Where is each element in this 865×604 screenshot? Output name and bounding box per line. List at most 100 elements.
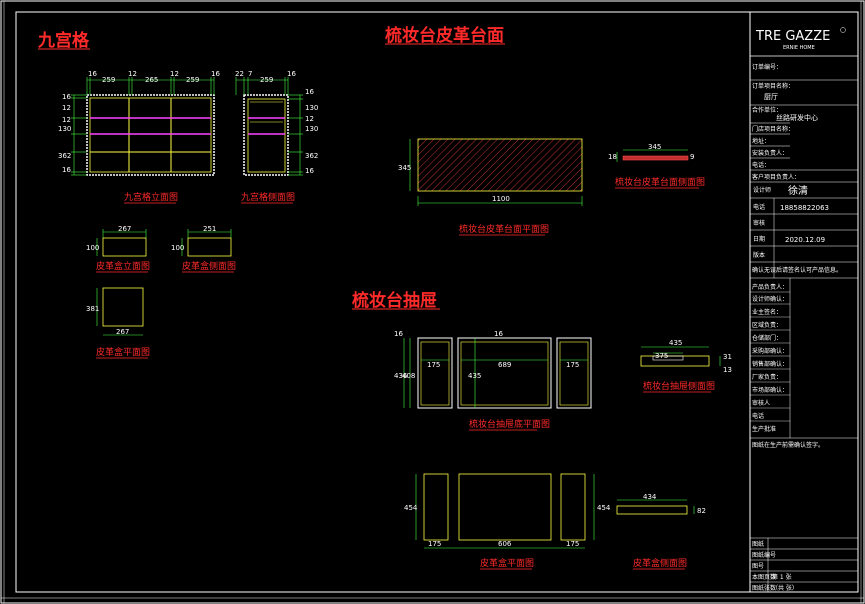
- dim-text: 100: [86, 244, 99, 252]
- sign-row: 生产批准: [752, 425, 776, 433]
- dim-text: 100: [171, 244, 184, 252]
- grid-side-caption: 九宫格侧面图: [241, 191, 295, 203]
- dim-text: 345: [648, 143, 661, 151]
- tb-label: 订单编号：: [752, 63, 782, 71]
- sign-row: 审核人: [752, 399, 770, 407]
- date-value: 2020.12.09: [785, 236, 825, 244]
- leather-plan-caption: 梳妆台皮革台面平面图: [459, 223, 549, 235]
- dim-text: 606: [498, 540, 512, 548]
- dim-text: 130: [305, 125, 318, 133]
- dim-text: 12: [62, 116, 71, 124]
- sign-row: 销售部确认：: [752, 360, 788, 368]
- date-label: 日期: [753, 235, 765, 243]
- dim-text: 16: [305, 167, 314, 175]
- dim-text: 381: [86, 305, 99, 313]
- foot-label: 图号: [752, 563, 764, 570]
- dim-text: 16: [394, 330, 403, 338]
- leather-section-caption: 梳妆台皮革台面侧面图: [615, 176, 705, 188]
- dim-text: 345: [398, 164, 411, 172]
- designer-value: 徐清: [788, 184, 808, 197]
- sign-row: 市场部确认：: [752, 386, 788, 394]
- grid-front-dimlines: [71, 77, 215, 176]
- dim-text: 16: [287, 70, 296, 78]
- leather-box-plan: [96, 287, 144, 336]
- tb-value: 厨厅: [764, 93, 778, 101]
- sign-row: 采购部确认：: [752, 347, 788, 355]
- dim-text: 251: [203, 225, 216, 233]
- dim-text: 18: [608, 153, 617, 161]
- foot-label: 图纸: [752, 540, 764, 548]
- dim-text: 435: [669, 339, 682, 347]
- dim-text: 267: [118, 225, 131, 233]
- dim-text: 31: [723, 353, 732, 361]
- leather-box-front: [96, 229, 147, 257]
- dim-text: 454: [404, 504, 418, 512]
- sign-row: 产品负责人：: [752, 283, 788, 291]
- sign-row: 仓储部门：: [752, 334, 782, 342]
- dim-text: 175: [427, 361, 440, 369]
- box-side-caption: 皮革盒侧面图: [182, 260, 236, 272]
- dim-text: 362: [305, 152, 318, 160]
- audit-label: 审核: [753, 219, 765, 227]
- dim-text: 130: [305, 104, 318, 112]
- leather-box-side: [181, 229, 232, 257]
- sign-row: 区域负责：: [752, 321, 782, 329]
- dim-text: 12: [305, 115, 314, 123]
- dim-text: 435: [468, 372, 481, 380]
- drawer-bottom-caption: 梳妆台抽屉底平面图: [469, 418, 550, 430]
- foot-label: 本图页数: [752, 573, 776, 581]
- dim-text: 259: [102, 76, 115, 84]
- tb-label: 电话：: [752, 161, 770, 169]
- dim-text: 22: [235, 70, 244, 78]
- grid-cabinet-title: 九宫格: [37, 30, 90, 51]
- tb-label: 合作单位：: [752, 106, 782, 114]
- tb-label: 门店项目名称：: [752, 125, 794, 133]
- brand-logo: TRE GAZZE: [755, 29, 830, 44]
- brand-subtitle: ERNIE HOME: [783, 45, 815, 51]
- phone-value: 18858822063: [780, 204, 829, 212]
- dim-text: 130: [58, 125, 71, 133]
- dim-text: 12: [62, 104, 71, 112]
- grid-front-elevation: [86, 94, 215, 176]
- grid-side-elevation: [243, 94, 289, 176]
- drawer-title: 梳妆台抽屉: [352, 290, 437, 311]
- dim-text: 689: [498, 361, 511, 369]
- dim-text: 175: [566, 540, 579, 548]
- tray-side: [616, 499, 695, 515]
- tb-label: 客户项目负责人：: [752, 173, 800, 181]
- box-front-caption: 皮革盒立面图: [96, 260, 150, 272]
- sign-row: 电话: [752, 412, 764, 420]
- dim-text: 16: [62, 93, 71, 101]
- dim-text: 265: [145, 76, 158, 84]
- dim-text: 259: [186, 76, 199, 84]
- dim-text: 454: [597, 504, 611, 512]
- foot-label: 图纸编号: [752, 551, 776, 559]
- dim-text: 408: [402, 372, 415, 380]
- sign-row: 设计师确认：: [752, 295, 788, 303]
- dim-text: 7: [248, 70, 252, 78]
- dim-text: 16: [88, 70, 97, 78]
- grid-side-dimlines: [235, 77, 303, 176]
- sign-row: 厂家负责：: [752, 373, 782, 381]
- dim-text: 259: [260, 76, 273, 84]
- dim-text: 175: [428, 540, 441, 548]
- dim-text: 12: [128, 70, 137, 78]
- leather-top-title: 梳妆台皮革台面: [385, 25, 504, 46]
- tray-plan: [415, 473, 595, 549]
- drawing-frame: [15, 11, 859, 593]
- dim-text: 375: [655, 352, 668, 360]
- grid-front-caption: 九宫格立面图: [124, 191, 178, 203]
- version-label: 版本: [753, 251, 765, 259]
- dim-text: 9: [690, 153, 694, 161]
- drawer-side-caption: 梳妆台抽屉侧面图: [643, 380, 715, 392]
- tb-label: 订单项目名称：: [752, 82, 794, 90]
- title-block: [749, 11, 859, 593]
- sign-row: 业主签名：: [752, 308, 782, 316]
- dim-text: 267: [116, 328, 129, 336]
- dim-text: 16: [494, 330, 503, 338]
- registered-icon: [840, 27, 846, 33]
- foot-value: （共 张）: [772, 584, 798, 592]
